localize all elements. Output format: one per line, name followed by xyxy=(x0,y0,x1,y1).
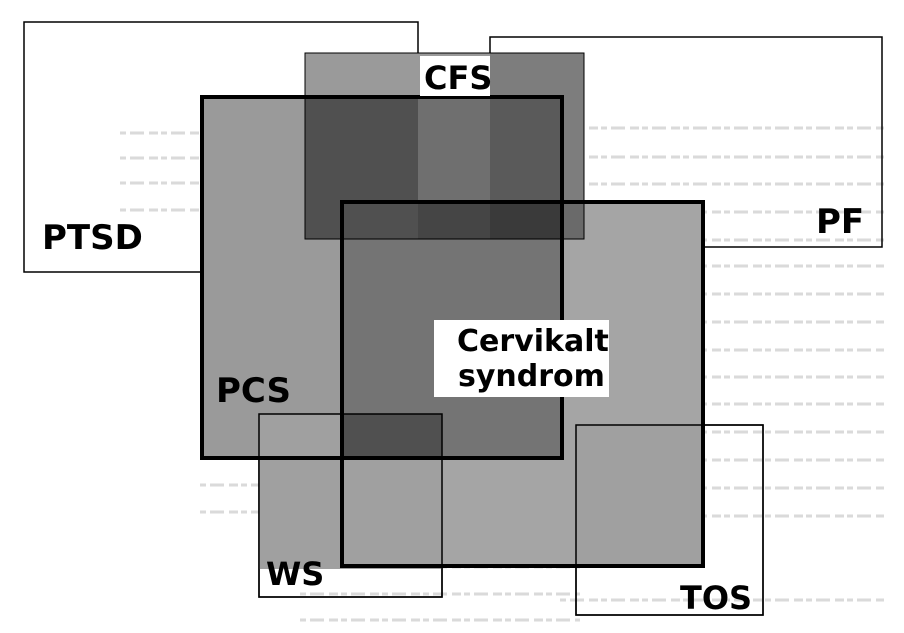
overlap-pf-cervikalt-pcs xyxy=(490,202,562,239)
ptsd-label: PTSD xyxy=(42,218,143,258)
overlap-ws-pcs xyxy=(342,414,442,458)
tos-label: TOS xyxy=(680,579,752,617)
tos-outline xyxy=(575,424,764,616)
cervikalt-label-bg xyxy=(434,320,609,397)
overlap-pf-cervikalt xyxy=(562,202,584,239)
cervikalt-box xyxy=(340,200,705,568)
ws-label: WS xyxy=(266,555,324,593)
cfs-label: CFS xyxy=(424,59,492,97)
cervikalt-label-line2: syndrom xyxy=(458,359,605,394)
cervikalt-label-line1: Cervikalt xyxy=(457,324,609,359)
cfs-label-bg xyxy=(420,56,490,96)
pcs-box xyxy=(200,95,564,460)
tos-fill xyxy=(576,425,703,566)
pf-label: PF xyxy=(816,202,864,242)
ws-outline xyxy=(258,413,443,598)
cfs-outline xyxy=(304,52,585,240)
overlap-ptsd-pcs-cfs xyxy=(305,97,418,239)
pcs-label: PCS xyxy=(216,371,291,411)
